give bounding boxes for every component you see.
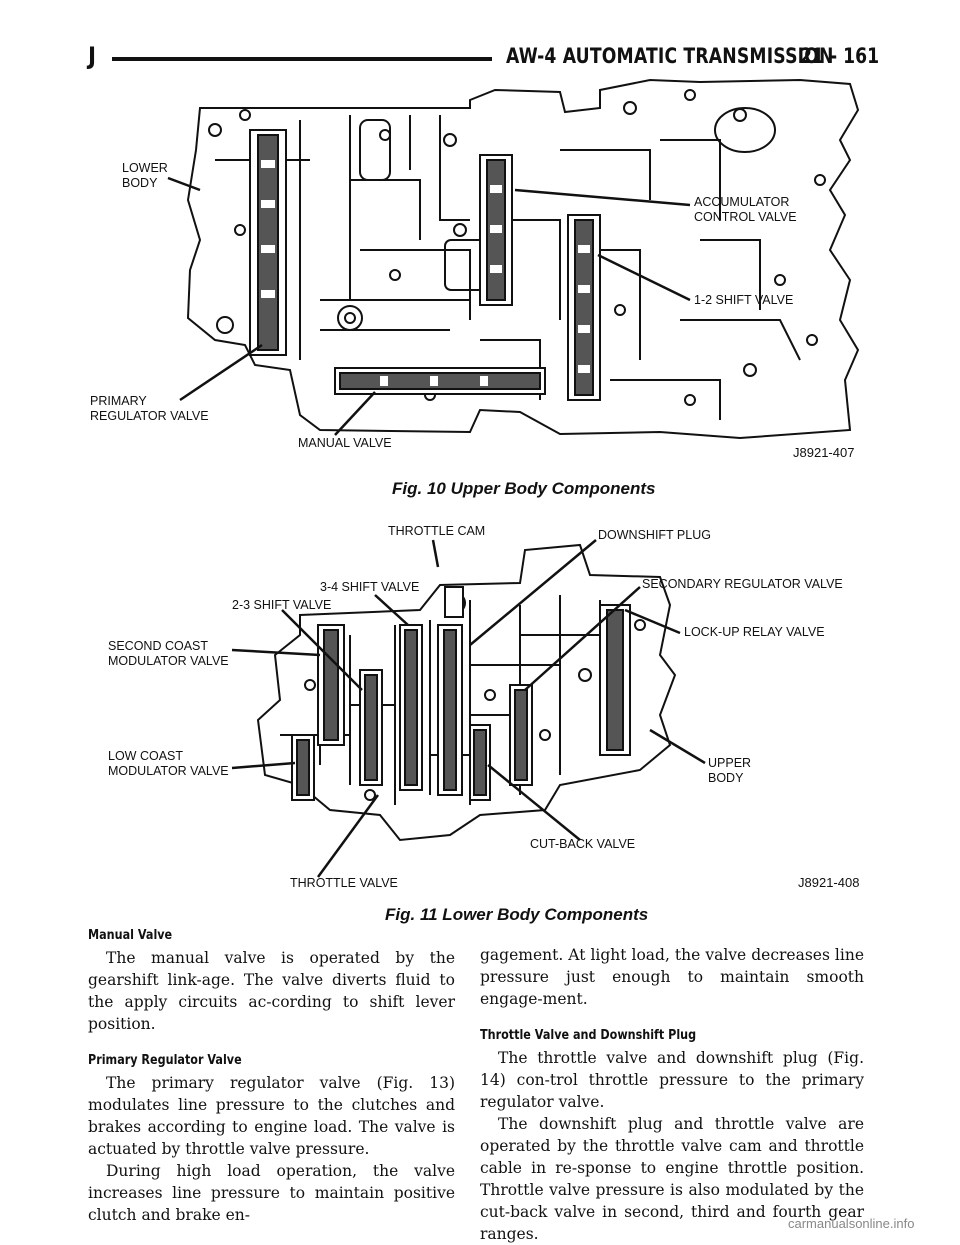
label-primary-regulator-line1: PRIMARY xyxy=(90,394,147,408)
left-text-column: Manual Valve The manual valve is operate… xyxy=(88,928,455,1226)
paragraph-light-load: gagement. At light load, the valve decre… xyxy=(480,946,864,1008)
label-1-2-shift-valve: 1-2 SHIFT VALVE xyxy=(694,293,793,307)
page-number: 21 - 161 xyxy=(800,44,880,68)
right-text-column: gagement. At light load, the valve decre… xyxy=(480,944,864,1245)
upper-body-diagram: LOWER BODY ACCUMULATOR CONTROL VALVE 1-2… xyxy=(90,78,860,460)
label-low-coast-line2: MODULATOR VALVE xyxy=(108,764,229,778)
figure-10-caption: Fig. 10 Upper Body Components xyxy=(392,479,656,498)
paragraph-manual-valve: The manual valve is operated by the gear… xyxy=(88,949,455,1033)
label-second-coast-line1: SECOND COAST xyxy=(108,639,208,653)
label-throttle-cam: THROTTLE CAM xyxy=(388,524,485,538)
heading-throttle-valve-downshift-plug: Throttle Valve and Downshift Plug xyxy=(480,1028,697,1043)
heading-manual-valve: Manual Valve xyxy=(88,928,173,943)
chapter-letter: J xyxy=(88,42,97,70)
label-upper-body-line2: BODY xyxy=(708,771,744,785)
label-throttle-valve: THROTTLE VALVE xyxy=(290,876,398,890)
label-primary-regulator-line2: REGULATOR VALVE xyxy=(90,409,209,423)
label-lower-body-line2: BODY xyxy=(122,176,158,190)
label-downshift-plug: DOWNSHIFT PLUG xyxy=(598,528,711,542)
paragraph-downshift-operation: The downshift plug and throttle valve ar… xyxy=(480,1115,864,1243)
label-2-3-shift-valve: 2-3 SHIFT VALVE xyxy=(232,598,331,612)
figure-code-408: J8921-408 xyxy=(798,875,859,890)
label-accumulator-line2: CONTROL VALVE xyxy=(694,210,797,224)
paragraph-primary-regulator: The primary regulator valve (Fig. 13) mo… xyxy=(88,1074,455,1158)
figure-10-upper-body: LOWER BODY ACCUMULATOR CONTROL VALVE 1-2… xyxy=(0,0,960,500)
figure-11-caption: Fig. 11 Lower Body Components xyxy=(385,905,649,924)
watermark: carmanualsonline.info xyxy=(788,1216,915,1231)
label-second-coast-line2: MODULATOR VALVE xyxy=(108,654,229,668)
header-rule xyxy=(112,57,492,61)
label-secondary-regulator-valve: SECONDARY REGULATOR VALVE xyxy=(642,577,843,591)
label-lower-body-line1: LOWER xyxy=(122,161,168,175)
label-upper-body-line1: UPPER xyxy=(708,756,751,770)
page-title: AW-4 AUTOMATIC TRANSMISSION xyxy=(506,44,834,68)
label-manual-valve: MANUAL VALVE xyxy=(298,436,392,450)
label-accumulator-line1: ACCUMULATOR xyxy=(694,195,789,209)
paragraph-high-load: During high load operation, the valve in… xyxy=(88,1162,455,1224)
paragraph-throttle-downshift: The throttle valve and downshift plug (F… xyxy=(480,1049,864,1111)
label-cut-back-valve: CUT-BACK VALVE xyxy=(530,837,635,851)
label-3-4-shift-valve: 3-4 SHIFT VALVE xyxy=(320,580,419,594)
lower-body-diagram: THROTTLE CAM DOWNSHIFT PLUG 3-4 SHIFT VA… xyxy=(108,524,859,890)
label-lock-up-relay-valve: LOCK-UP RELAY VALVE xyxy=(684,625,825,639)
label-low-coast-line1: LOW COAST xyxy=(108,749,183,763)
figure-code-407: J8921-407 xyxy=(793,445,854,460)
heading-primary-regulator-valve: Primary Regulator Valve xyxy=(88,1053,242,1068)
figure-11-lower-body: THROTTLE CAM DOWNSHIFT PLUG 3-4 SHIFT VA… xyxy=(0,505,960,905)
